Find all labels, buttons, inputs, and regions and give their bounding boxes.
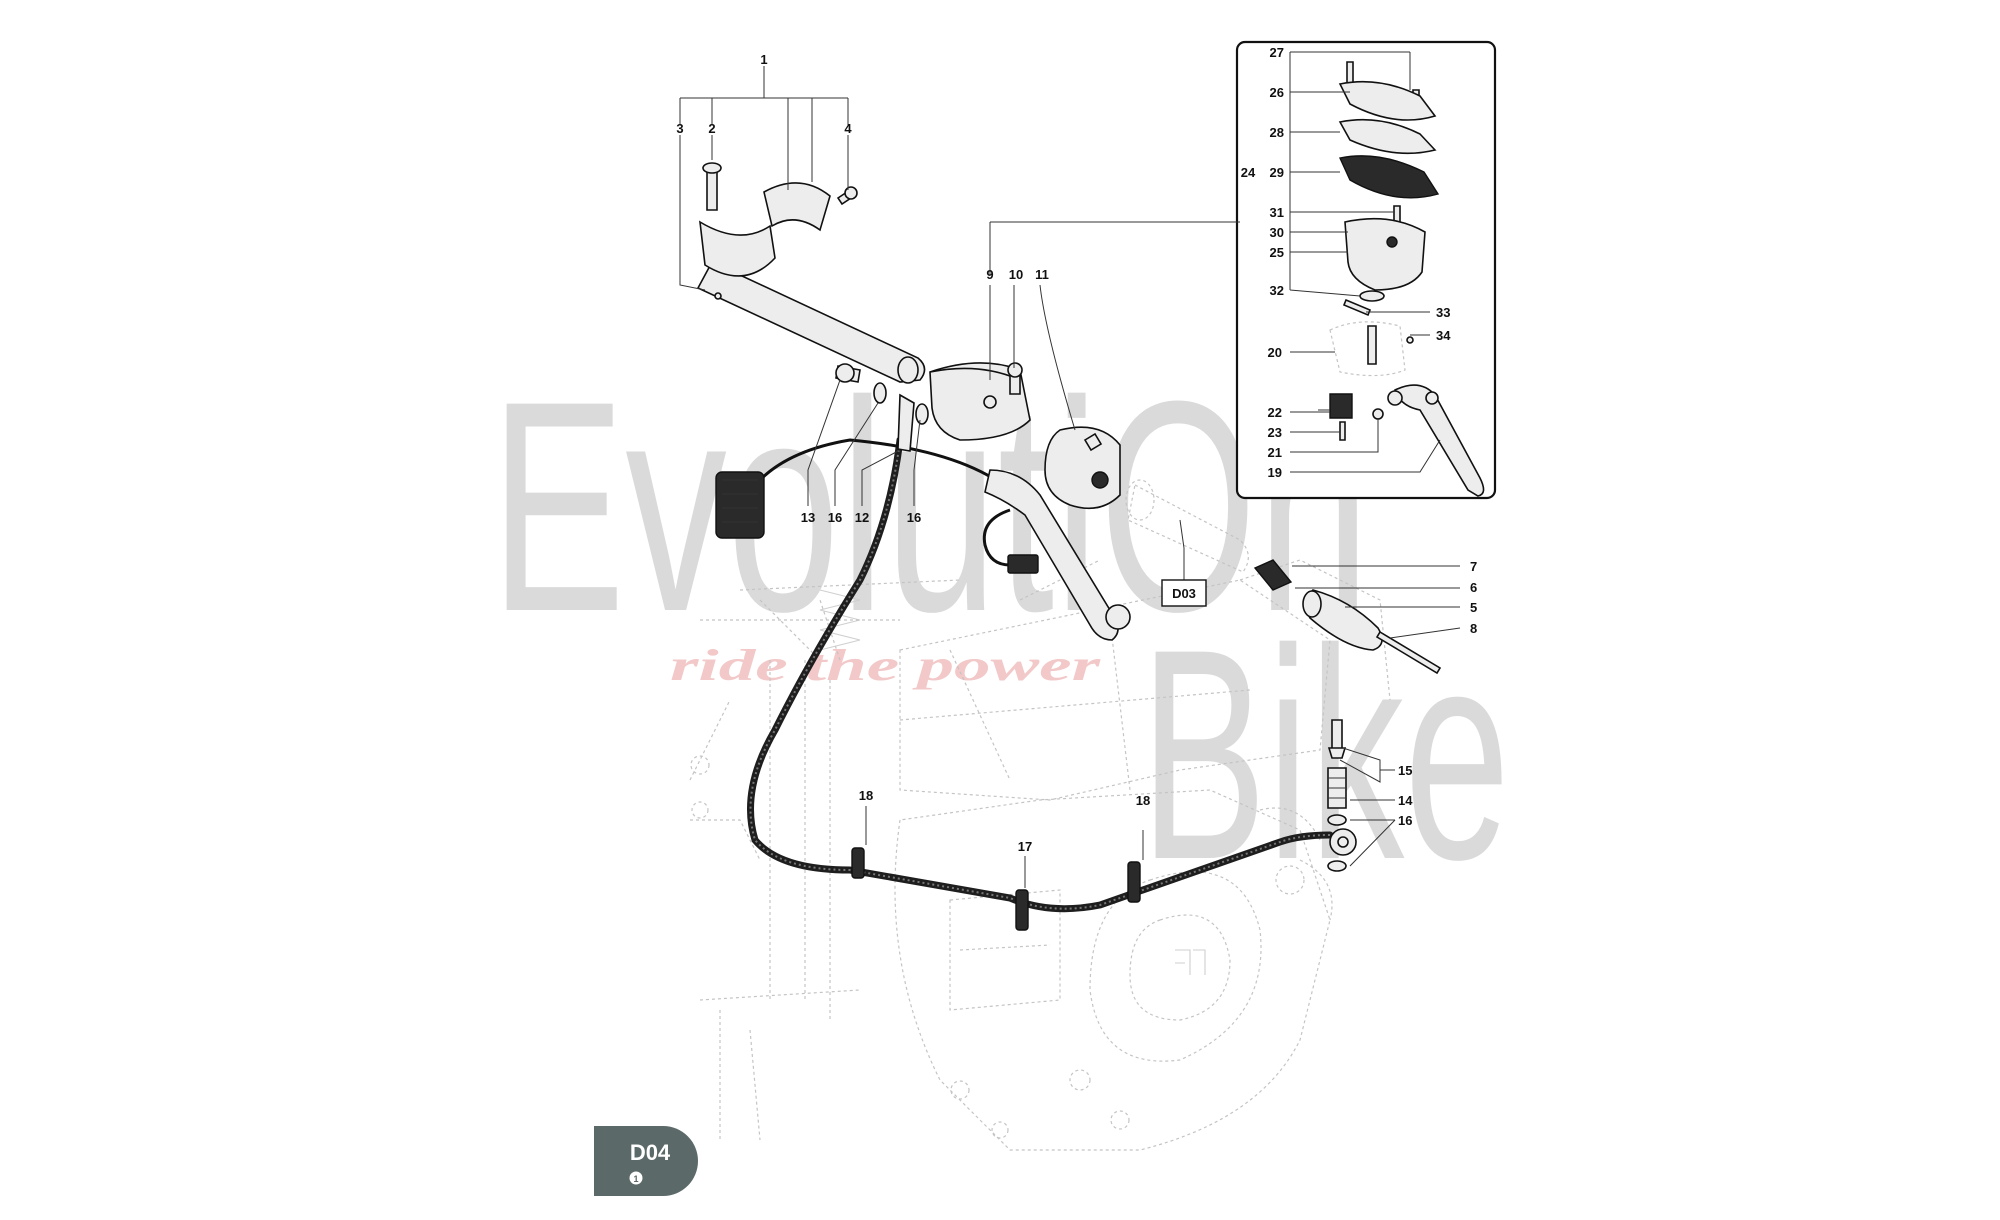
seal (1359, 290, 1385, 302)
callout-27: 27 (1270, 45, 1284, 60)
page-badge: D04 1 (594, 1126, 698, 1196)
banjo-fitting-12 (897, 393, 915, 452)
washer (1327, 814, 1347, 826)
caliper-fittings (1327, 719, 1347, 872)
reference-box-d03[interactable]: D03 (1161, 579, 1207, 607)
callout-labels: 1 3 2 4 9 10 11 13 16 12 16 7 6 5 8 15 1… (676, 45, 1477, 854)
callout-9: 9 (986, 267, 993, 282)
bar-end-bolt (1375, 630, 1442, 675)
callout-33: 33 (1436, 305, 1450, 320)
watermark: EvolutiOn Bike ride the power (490, 338, 1510, 922)
callout-6: 6 (1470, 580, 1477, 595)
reservoir-body (1344, 217, 1426, 291)
hose-clamp (1015, 889, 1029, 931)
pin (714, 292, 722, 300)
master-cylinder-body (929, 362, 1031, 441)
page-badge-code: D04 (630, 1140, 671, 1165)
brake-hose (747, 436, 1357, 931)
callout-21: 21 (1268, 445, 1282, 460)
callout-15: 15 (1398, 763, 1412, 778)
switch-housing (1044, 426, 1121, 510)
callout-18: 18 (859, 788, 873, 803)
callout-16: 16 (828, 510, 842, 525)
handlebar-clamp-upper (763, 182, 831, 232)
callout-34: 34 (1436, 328, 1451, 343)
hose-clamp (1127, 861, 1141, 903)
callout-32: 32 (1270, 283, 1284, 298)
callout-12: 12 (855, 510, 869, 525)
brake-lever (984, 469, 1119, 641)
bleeder-valve (1331, 719, 1343, 751)
callout-16: 16 (907, 510, 921, 525)
reference-box-label: D03 (1172, 586, 1196, 601)
frame-ghost-drawing (689, 559, 1391, 1151)
switch-connector (1007, 554, 1039, 574)
washer (915, 403, 929, 425)
callout-13: 13 (801, 510, 815, 525)
callout-2: 2 (708, 121, 715, 136)
callout-23: 23 (1268, 425, 1282, 440)
handlebar-assembly (696, 162, 926, 384)
callout-4: 4 (844, 121, 852, 136)
switch-wiring (715, 438, 1039, 574)
switch-connector (715, 471, 765, 539)
master-cylinder-fittings (835, 363, 929, 452)
callout-11: 11 (1035, 267, 1049, 282)
pushrod (1367, 325, 1377, 365)
callout-25: 25 (1270, 245, 1284, 260)
callout-14: 14 (1398, 793, 1413, 808)
callout-31: 31 (1270, 205, 1284, 220)
callout-7: 7 (1470, 559, 1477, 574)
callout-3: 3 (676, 121, 683, 136)
callout-29: 29 (1270, 165, 1284, 180)
master-cylinder-assembly (929, 362, 1131, 641)
page-badge-revision: 1 (633, 1174, 638, 1184)
callout-22: 22 (1268, 405, 1282, 420)
callout-28: 28 (1270, 125, 1284, 140)
callout-19: 19 (1268, 465, 1282, 480)
callout-24: 24 (1241, 165, 1256, 180)
leader-lines (679, 51, 1461, 888)
washer (873, 382, 887, 404)
clamp-bolt (706, 167, 718, 211)
callout-16: 16 (1398, 813, 1412, 828)
handlebar-clamp-lower (699, 220, 776, 277)
callout-18: 18 (1136, 793, 1150, 808)
cap-plate (1338, 118, 1437, 155)
callout-5: 5 (1470, 600, 1477, 615)
callout-20: 20 (1268, 345, 1282, 360)
reservoir-cap (1338, 80, 1437, 121)
callout-1: 1 (760, 52, 767, 67)
callout-26: 26 (1270, 85, 1284, 100)
diaphragm (1338, 155, 1440, 199)
grip-assembly (1125, 479, 1442, 675)
watermark-tagline: ride the power (670, 641, 1101, 690)
callout-17: 17 (1018, 839, 1032, 854)
callout-10: 10 (1009, 267, 1023, 282)
brake-switch (1329, 393, 1353, 419)
callout-8: 8 (1470, 621, 1477, 636)
callout-30: 30 (1270, 225, 1284, 240)
hose-clamp (851, 847, 865, 879)
bar-end-insert (1253, 559, 1293, 591)
watermark-text-top: EvolutiOn (490, 338, 1370, 674)
washer (1327, 860, 1347, 872)
